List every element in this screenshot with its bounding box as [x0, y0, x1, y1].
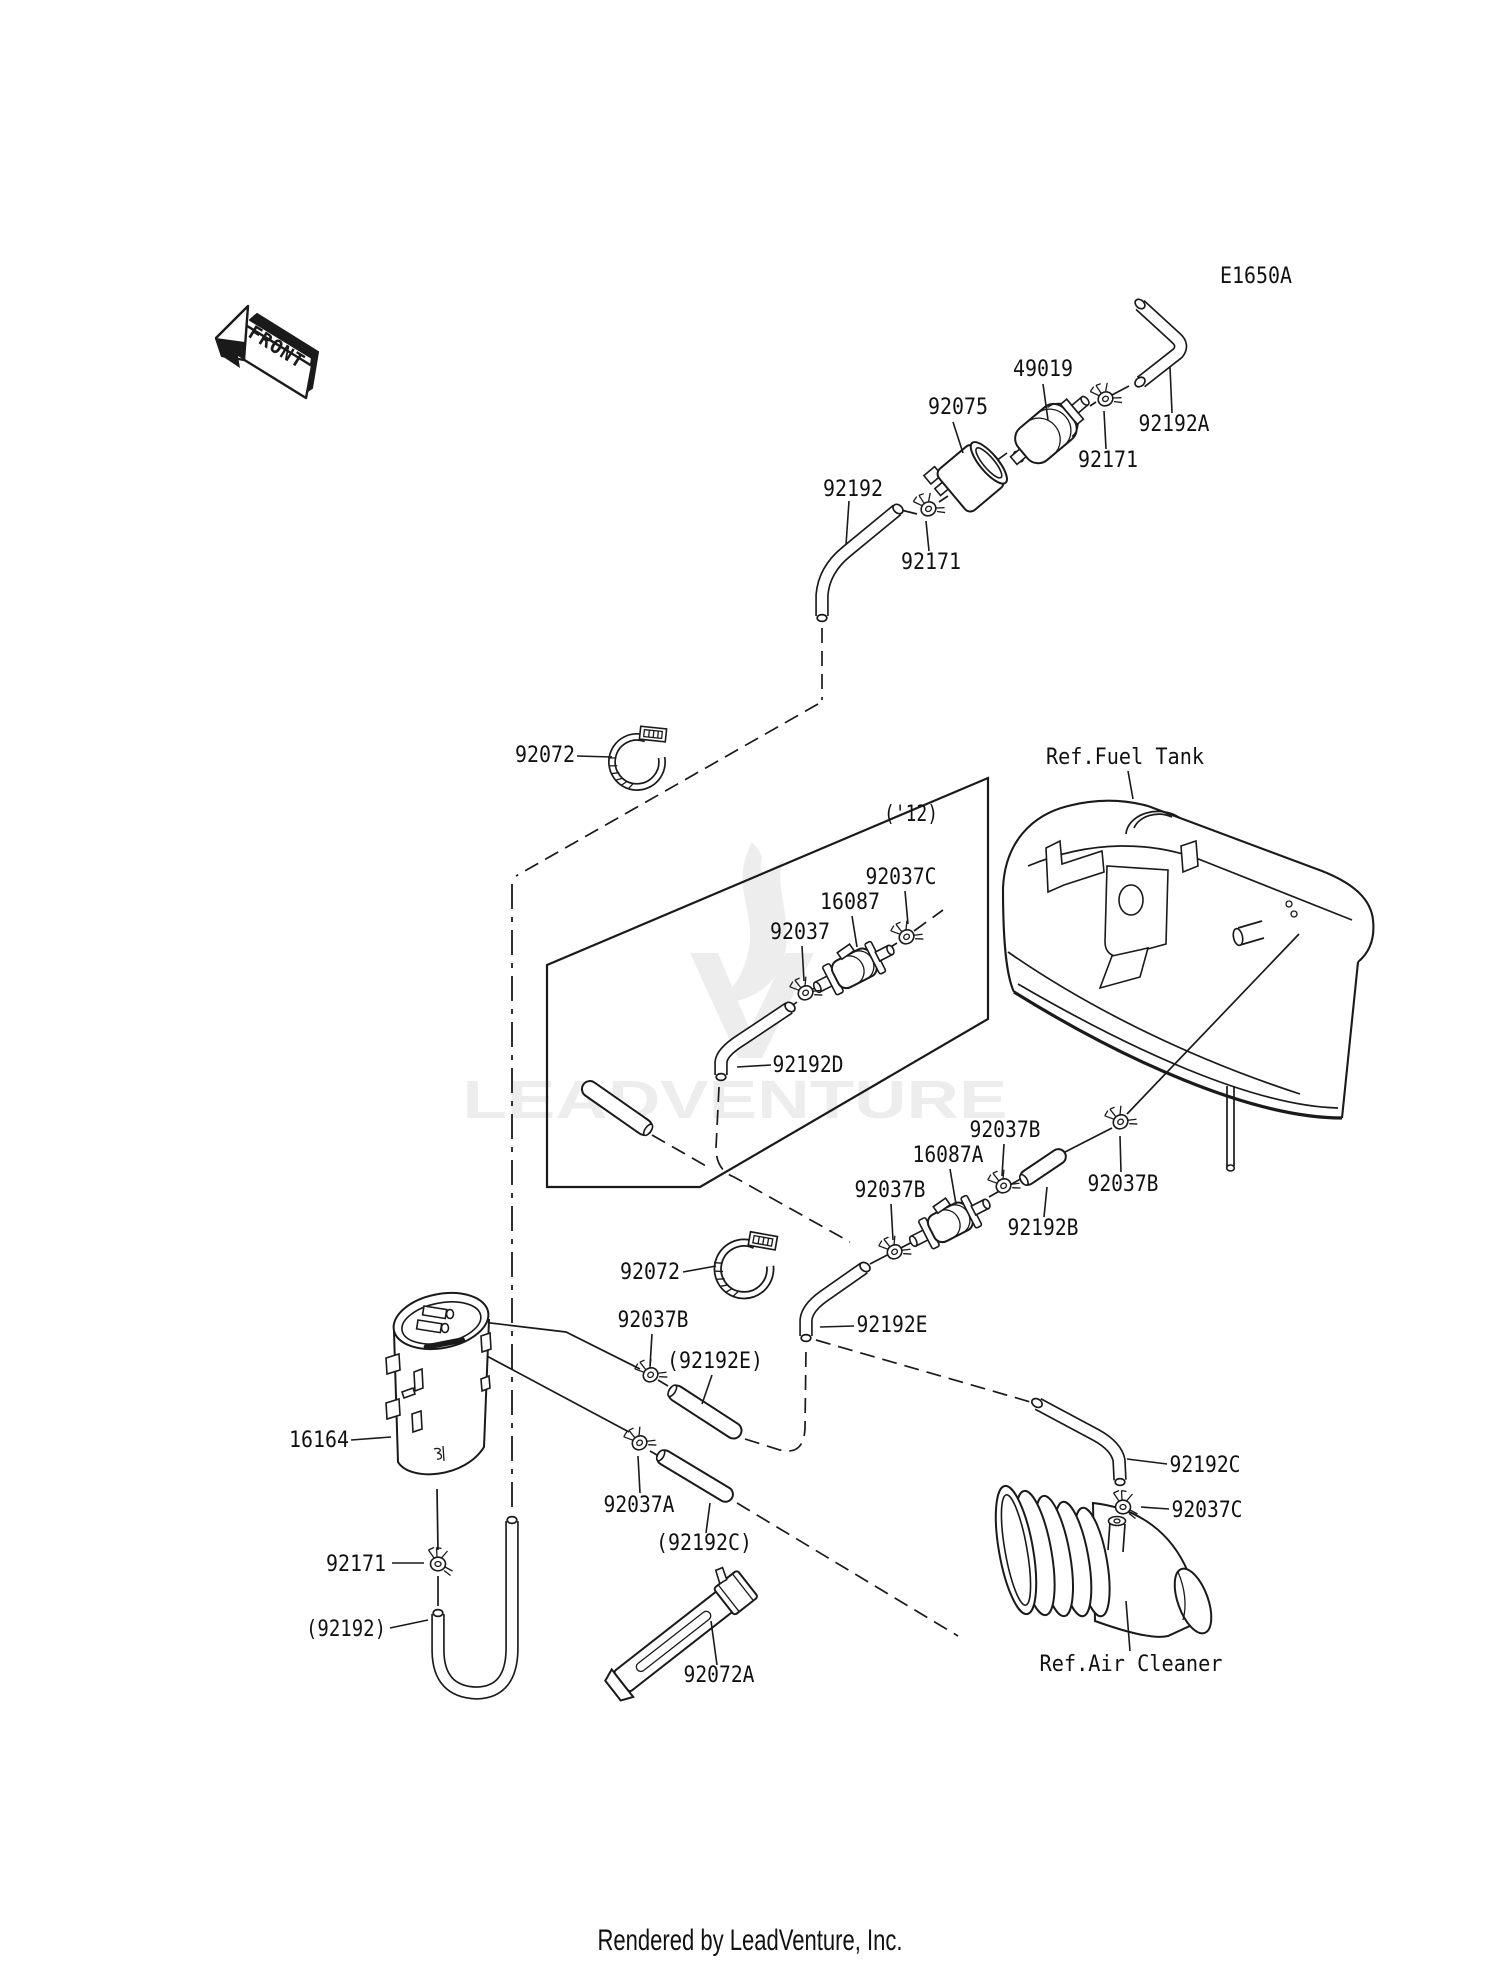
label-92075: 92075: [928, 395, 988, 420]
air-cleaner-port-stub: [1107, 1515, 1127, 1553]
leader-92037B-left: [890, 1203, 894, 1241]
label-92192C-paren: (92192C): [656, 1531, 752, 1556]
leader-92037C-aircleaner: [1140, 1506, 1170, 1510]
leader-92192E: [819, 1325, 855, 1328]
label-leader-lines: [350, 366, 1173, 1666]
label-92171-mid: 92171: [901, 550, 961, 575]
label-92192D: 92192D: [773, 1053, 844, 1078]
leadventure-logo-watermark: [690, 842, 814, 1058]
leader-92072-lower: [682, 1265, 717, 1273]
label-92171-top: 92171: [1078, 448, 1138, 473]
label-49019: 49019: [1013, 357, 1073, 382]
fuel-tank-drain-tube: [1225, 1086, 1236, 1172]
label-92072A: 92072A: [684, 1663, 755, 1688]
hose-routing-lines: [511, 628, 1035, 1637]
hose-92192C: [1030, 1397, 1127, 1487]
part-number-labels: E1650A490199207592192A921719219292171920…: [289, 264, 1292, 1688]
leader-92171-mid: [925, 520, 930, 552]
hose-92192-paren: [431, 1515, 519, 1700]
label-92037: 92037: [770, 920, 830, 945]
label-92037C-aircleaner: 92037C: [1172, 1498, 1243, 1523]
leader-16164: [350, 1436, 392, 1441]
leader-92037A: [637, 1455, 641, 1494]
leader-92192C-paren: [705, 1502, 711, 1534]
label-92192E: 92192E: [857, 1313, 928, 1338]
leader-92192E-paren: [701, 1374, 713, 1405]
year-2012-inset-box: [545, 776, 990, 1189]
leader-92037B-canister: [649, 1333, 653, 1367]
strap-92072A: [604, 1566, 758, 1702]
leader-92192D: [736, 1064, 772, 1068]
partial-hose-92192E: [667, 1384, 743, 1440]
leader-92075: [952, 421, 964, 454]
label-ref-fuel-tank: Ref.Fuel Tank: [1046, 745, 1204, 770]
fuel-filter-49019: [1009, 395, 1090, 466]
label-16087: 16087: [820, 890, 880, 915]
leader-92192: [845, 500, 850, 546]
label-92037B-tank: 92037B: [970, 1118, 1041, 1143]
canister-16164: [385, 1291, 492, 1476]
air-cleaner-bellows: [994, 1484, 1111, 1618]
leader-92037: [801, 945, 805, 982]
leader-ref-air-cleaner: [1125, 1600, 1131, 1652]
label-92192A: 92192A: [1139, 412, 1210, 437]
inset-valve-assembly-2012: [580, 914, 926, 1137]
filter-holder-92075: [922, 441, 1008, 513]
label-92192: 92192: [823, 477, 883, 502]
label-92037B-left: 92037B: [855, 1178, 926, 1203]
label-16087A: 16087A: [913, 1143, 984, 1168]
leader-92037C-inset: [904, 890, 909, 925]
leader-92072A: [710, 1620, 718, 1666]
hose-92192E: [799, 1261, 871, 1343]
partial-hose-inset: [580, 1080, 654, 1137]
label-92037C-inset: 92037C: [866, 865, 937, 890]
leader-92192-paren: [389, 1619, 429, 1629]
air-cleaner-reference: [994, 1484, 1213, 1638]
leader-ref-fuel-tank: [1127, 770, 1134, 800]
label-year-12: ('12): [884, 802, 938, 827]
leader-92072-upper: [576, 755, 613, 758]
leader-92037B-right: [1119, 1135, 1122, 1173]
fuel-tank-reference: [1001, 799, 1375, 1172]
label-92192-paren: (92192): [306, 1617, 386, 1642]
label-diagram-code: E1650A: [1220, 264, 1292, 289]
partial-hose-92192B: [1018, 1148, 1067, 1186]
label-92192E-paren: (92192E): [667, 1349, 763, 1374]
fuel-tank-fitting: [1232, 920, 1265, 947]
leadventure-text-watermark: LEADVENTURE: [463, 1070, 1008, 1130]
leader-16087A: [949, 1168, 957, 1205]
canister-ports: [415, 1305, 455, 1334]
hose-92192: [815, 503, 904, 623]
leader-92037B-tank: [1001, 1143, 1005, 1177]
hose-92192A: [1134, 298, 1188, 388]
label-92037B-canister: 92037B: [618, 1308, 689, 1333]
label-92037B-right: 92037B: [1088, 1172, 1159, 1197]
leader-49019: [1042, 383, 1049, 421]
label-92072-lower: 92072: [620, 1260, 680, 1285]
hose-92192D: [714, 1001, 796, 1082]
leader-92192A: [1169, 366, 1173, 414]
leader-16087: [851, 915, 858, 948]
evap-line-assembly: [799, 1099, 1140, 1343]
label-16164: 16164: [289, 1428, 349, 1453]
label-ref-air-cleaner: Ref.Air Cleaner: [1040, 1652, 1223, 1677]
leader-92171-top: [1103, 410, 1107, 450]
label-92037A: 92037A: [604, 1493, 675, 1518]
label-92192C: 92192C: [1170, 1453, 1241, 1478]
footer-credit: Rendered by LeadVenture, Inc.: [598, 1924, 903, 1957]
label-92171-bottom: 92171: [326, 1552, 386, 1577]
leader-92192B: [1043, 1186, 1048, 1218]
label-92072-upper: 92072: [515, 743, 575, 768]
leader-92192C: [1126, 1458, 1168, 1465]
label-92192B: 92192B: [1008, 1216, 1079, 1241]
partial-hose-92192C: [655, 1449, 734, 1503]
